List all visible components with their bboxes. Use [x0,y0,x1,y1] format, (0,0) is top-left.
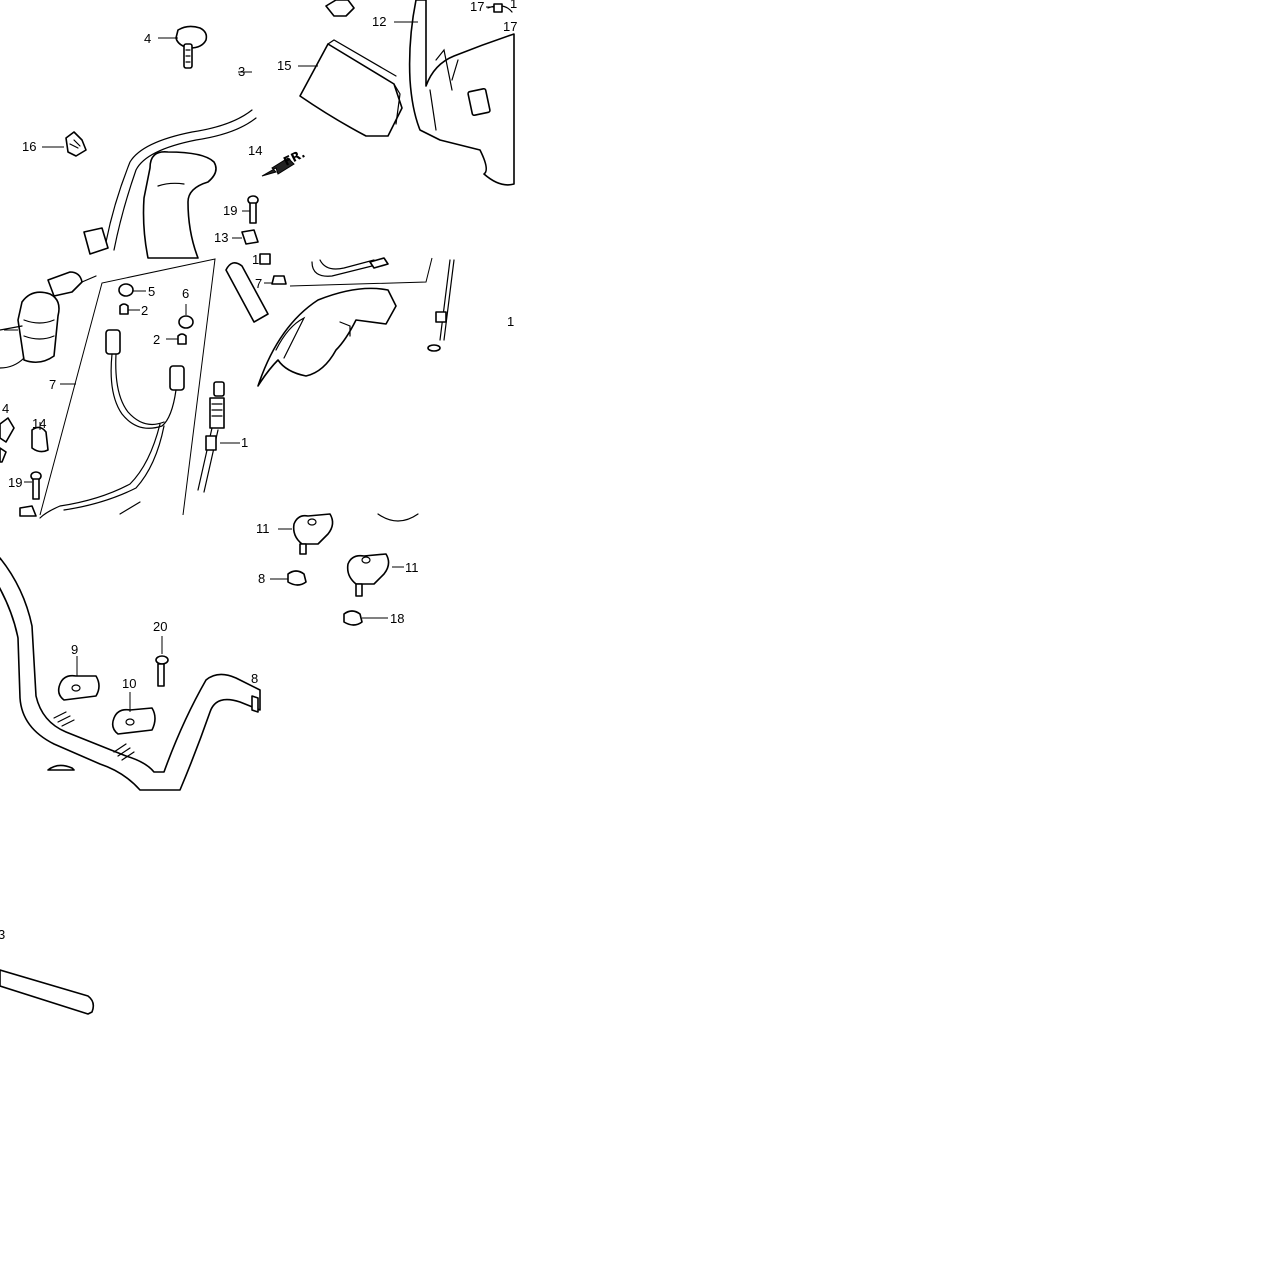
callout-label: 16 [22,139,36,154]
callout-label: 14 [248,143,262,158]
tile-top-right: FR. [232,0,515,245]
tile-bottom-left [0,557,261,791]
callout-label: 1 [510,0,517,11]
tile-middle-left [0,258,240,519]
cable-part [197,381,225,493]
callout-label: 11 [405,560,419,575]
tile-middle-right [225,253,455,522]
callout-label: 19 [8,475,22,490]
callout-label: 7 [255,276,262,291]
callout-label: 7 [49,377,56,392]
wire-clip-part [65,131,87,157]
callout-label: 3 [0,927,5,942]
callout-label: 17 [503,19,517,34]
callout-label: 4 [2,401,9,416]
front-direction-label: FR. [281,146,307,168]
callout-label: 10 [122,676,136,691]
callout-label: 9 [71,642,78,657]
callout-label: 8 [251,671,258,686]
callout-label: 13 [214,230,228,245]
callout-label: 2 [141,303,148,318]
callout-label: 1 [241,435,248,450]
callout-label: 14 [32,416,46,431]
tile-bottom-strip [0,969,95,1015]
callout-label: 17 [470,0,484,14]
callout-label: 20 [153,619,167,634]
callout-label: 4 [144,31,151,46]
ignition-key-part [175,25,208,69]
callout-label: 1 [507,314,514,329]
tile-bottom-right [251,513,404,713]
callout-label: 15 [277,58,291,73]
callout-label: 6 [182,286,189,301]
callout-label: 3 [238,64,245,79]
callout-label: 11 [256,521,270,536]
callout-label: 19 [223,203,237,218]
callout-label: 5 [148,284,155,299]
bolt-part [247,195,259,224]
tile-top-left [42,25,257,259]
callout-label: 2 [153,332,160,347]
callout-label: 12 [372,14,386,29]
ignition-switch-part [0,271,97,369]
callout-label: 8 [258,571,265,586]
callout-label: 18 [390,611,404,626]
